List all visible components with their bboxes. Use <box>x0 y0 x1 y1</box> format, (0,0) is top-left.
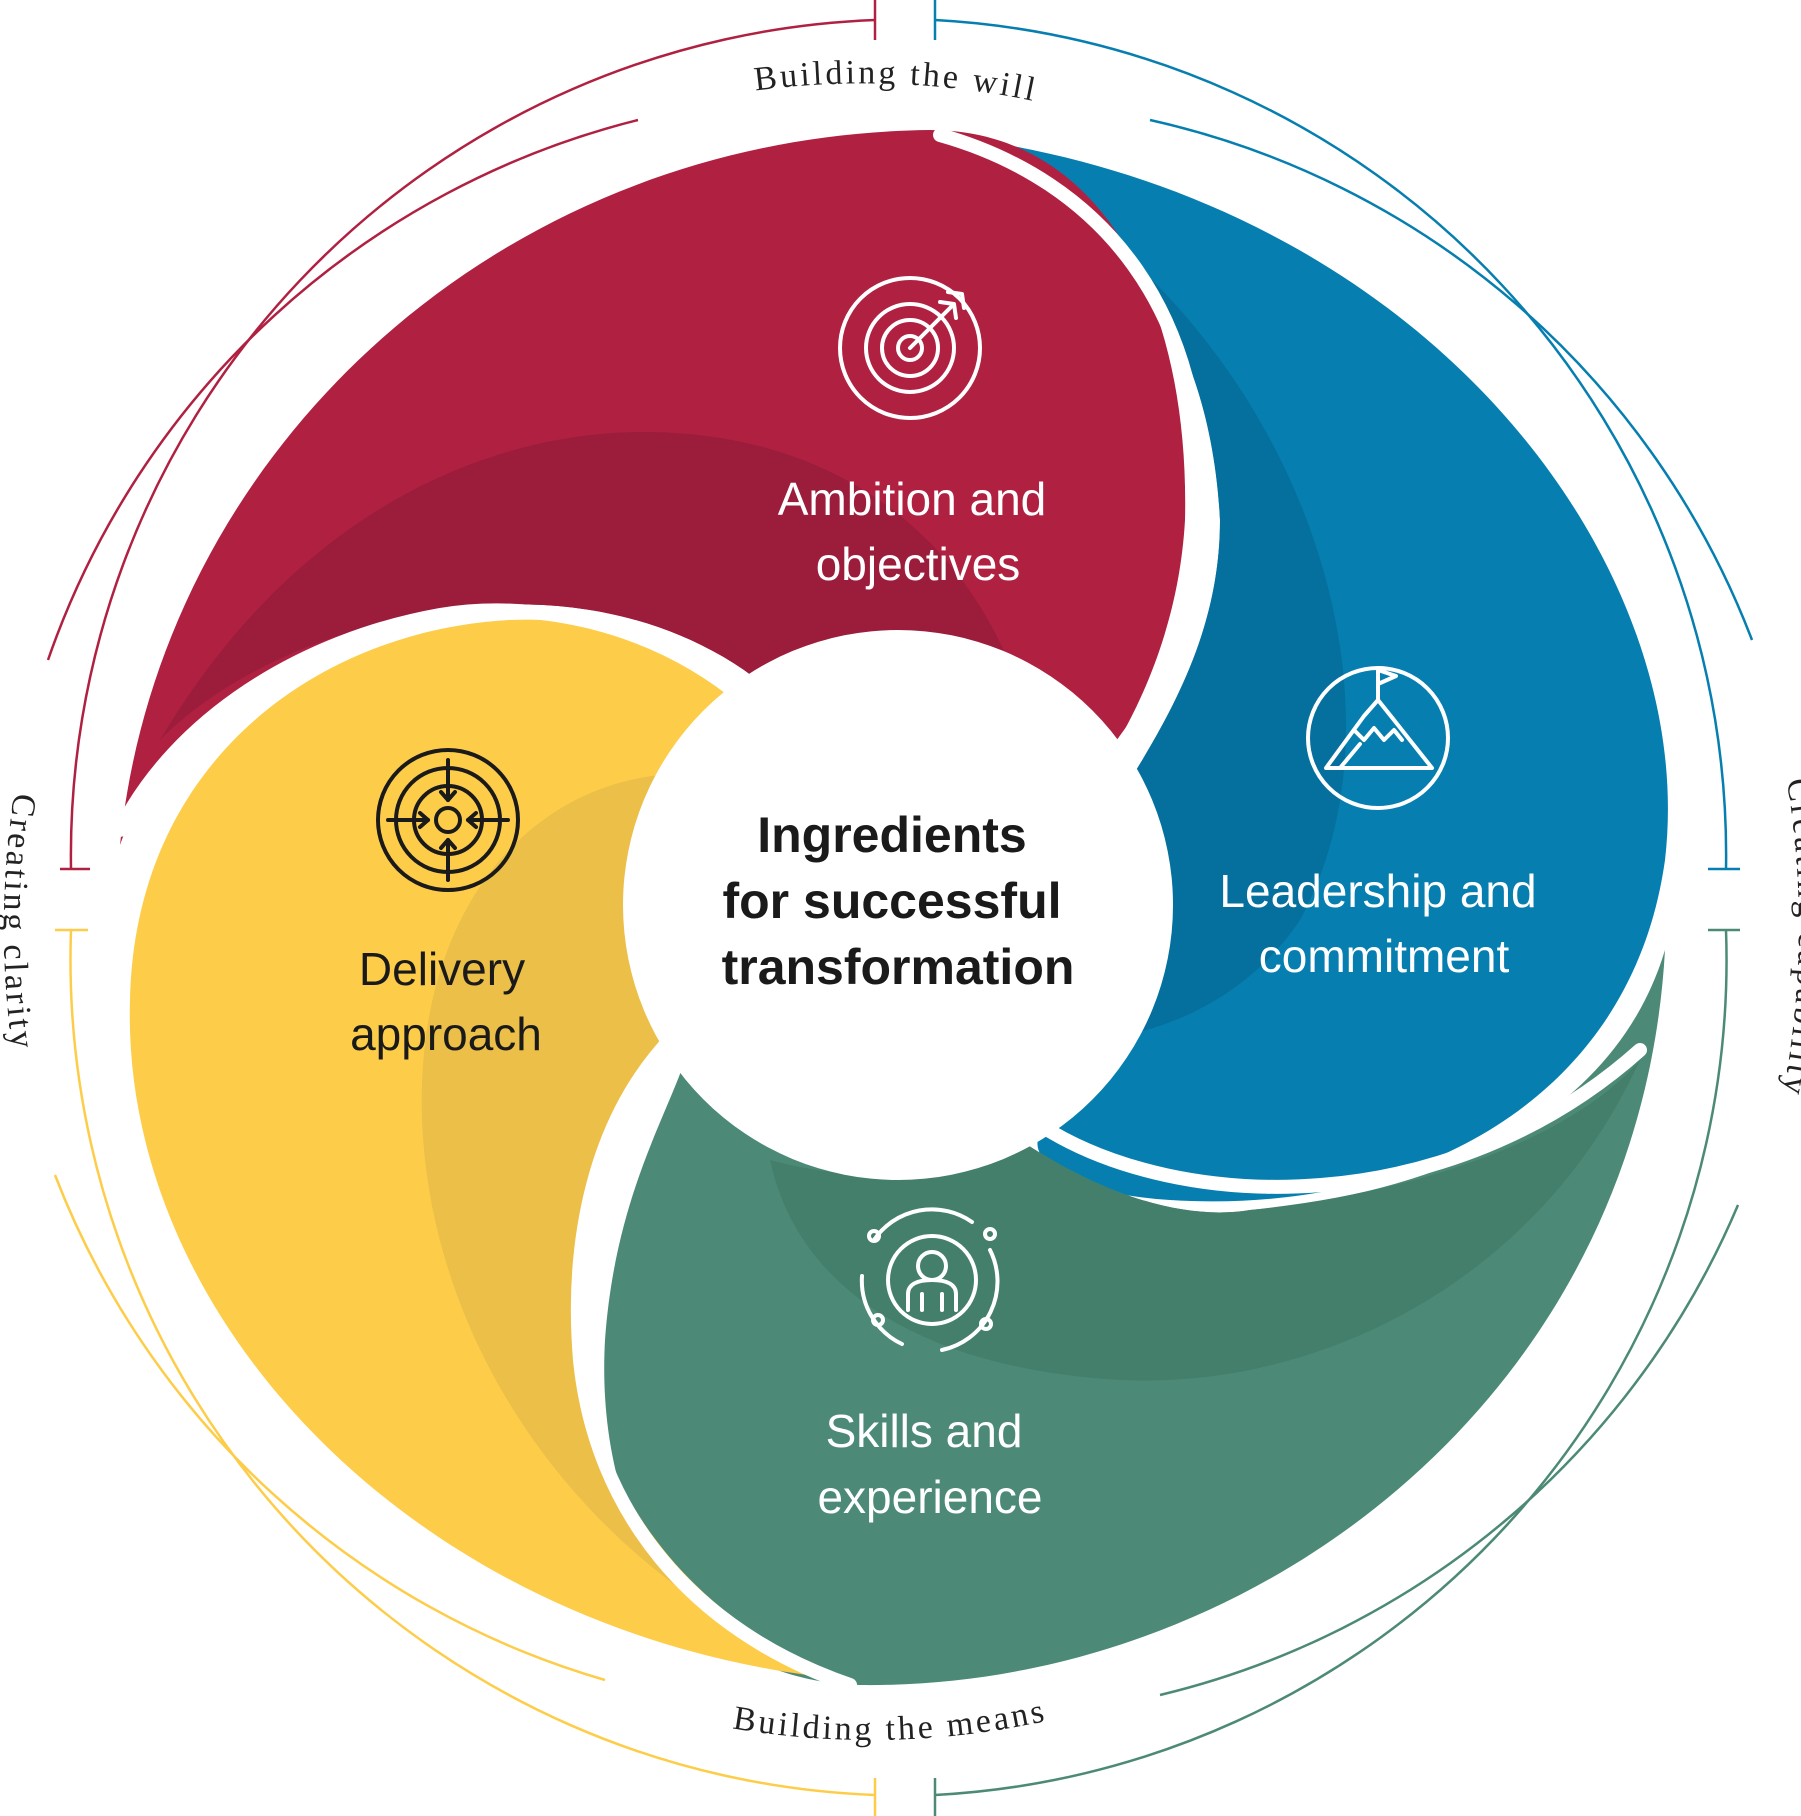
center-disc <box>643 650 1153 1160</box>
label-building-the-means: Building the means <box>731 1692 1050 1748</box>
ring-arc-yellow-outer <box>69 929 876 1797</box>
label-building-the-will: Building the will <box>752 54 1041 109</box>
ambition-label-line-2: objectives <box>816 538 1021 590</box>
segment-delivery <box>129 619 850 1680</box>
delivery-label-line-2: approach <box>350 1008 542 1060</box>
person-orbit-icon <box>859 1207 1000 1352</box>
ambition-label-line-1: Ambition and <box>778 473 1047 525</box>
segment-delivery-shade <box>421 775 780 1650</box>
target-arrow-icon <box>838 276 982 420</box>
separator-blue-green <box>1033 1043 1647 1194</box>
segment-skills <box>604 950 1666 1686</box>
skills-label-line-2: experience <box>817 1471 1042 1523</box>
center-line-2: for successful <box>722 873 1061 929</box>
mountain-flag-icon <box>1306 666 1450 810</box>
segment-separators <box>113 128 1647 1692</box>
ring-arc-blue-inner <box>1149 118 1754 641</box>
ring-arc-yellow-inner <box>53 1174 606 1682</box>
separator-green-yellow <box>570 1033 857 1692</box>
crosshair-target-icon <box>376 748 520 892</box>
ring-arc-red-inner <box>46 118 639 661</box>
ring-arc-red-outer <box>69 18 876 870</box>
center-line-1: Ingredients <box>757 807 1026 863</box>
center-line-3: transformation <box>722 939 1075 995</box>
outer-ring <box>46 0 1754 1816</box>
label-creating-clarity: Creating clarity <box>0 792 43 1054</box>
separator-yellow-red <box>113 603 752 837</box>
separator-red-blue <box>933 128 1208 767</box>
ring-arc-blue-outer <box>934 18 1728 870</box>
segment-leadership-shade <box>1000 165 1346 1040</box>
skills-label-line-1: Skills and <box>826 1405 1023 1457</box>
segment-leadership <box>940 135 1668 1202</box>
leadership-label-line-1: Leadership and <box>1219 865 1536 917</box>
segment-skills-shade <box>770 1060 1640 1381</box>
ring-arc-green-inner <box>1159 1204 1740 1697</box>
ring-arc-green-outer <box>934 929 1728 1797</box>
leadership-label-line-2: commitment <box>1259 930 1510 982</box>
delivery-label-line-1: Delivery <box>359 943 525 995</box>
label-creating-capability: Creating capability <box>1775 776 1801 1101</box>
